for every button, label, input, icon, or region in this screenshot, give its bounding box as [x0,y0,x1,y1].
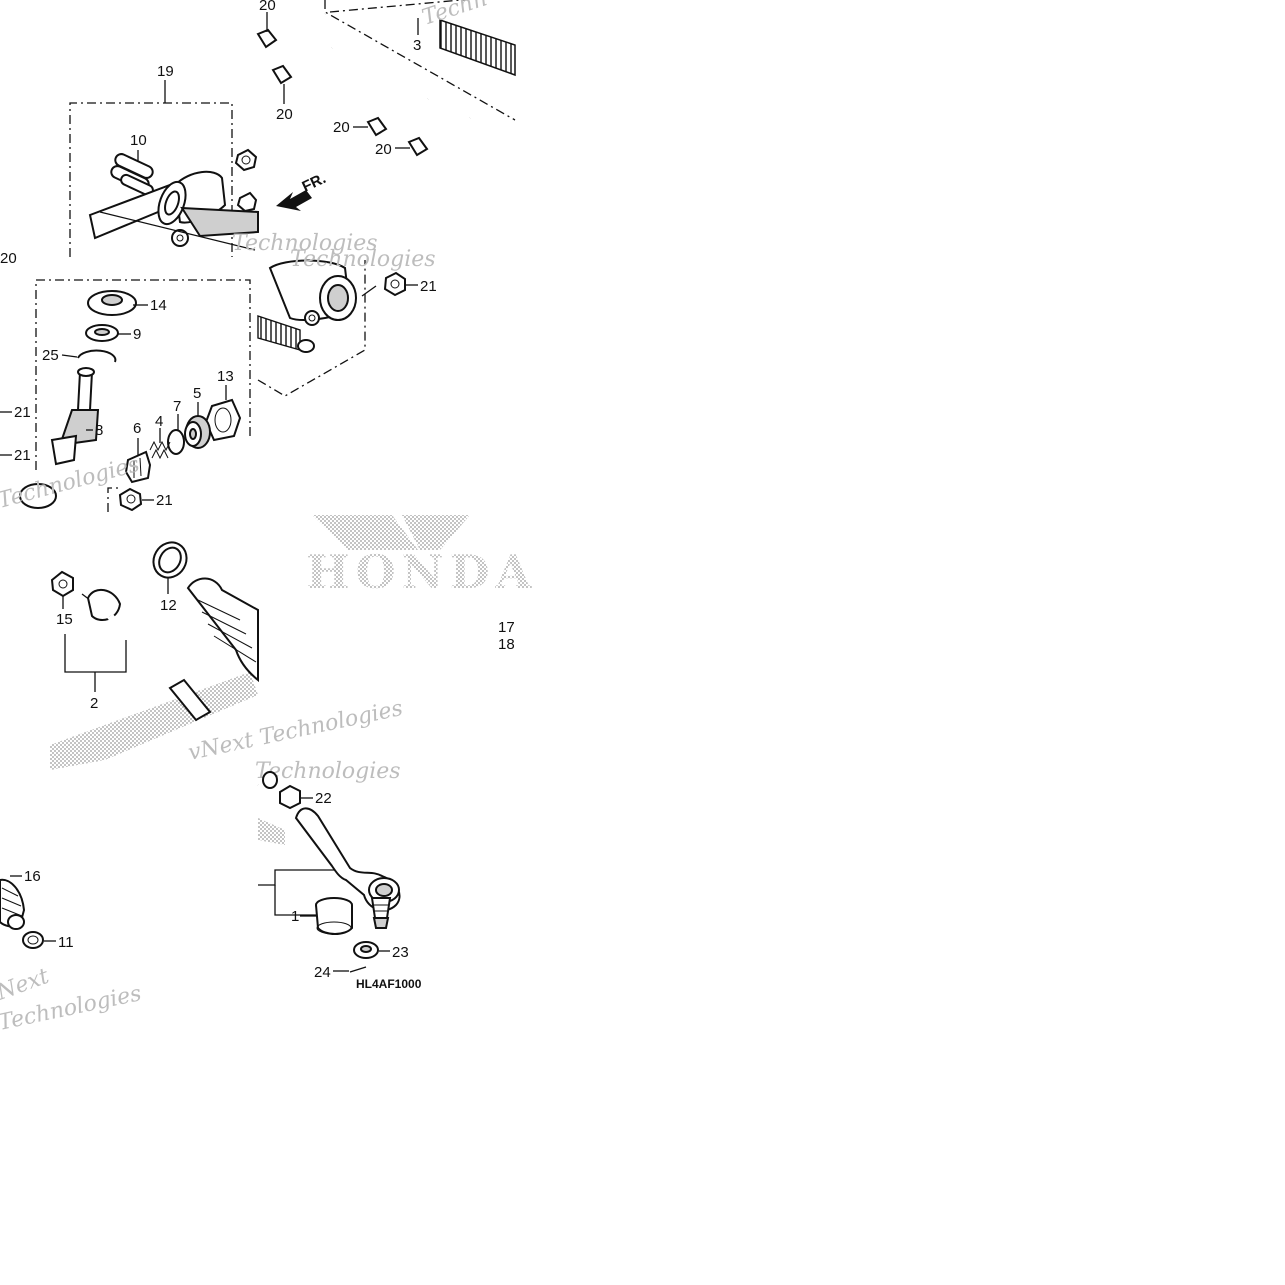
housing-outline-top [324,0,516,121]
watermark-next: Next [0,964,52,1006]
end-housing [268,259,357,353]
callout-20c: 20 [333,119,350,136]
adjusting-screw-5 [184,415,211,449]
watermark-housing: Technologies [290,247,436,272]
nut-21-bottom [118,487,143,512]
clip-10 [110,153,154,197]
callout-16: 16 [24,868,41,885]
callout-24: 24 [314,964,331,981]
bracket-21c [107,487,122,512]
o-ring-7 [167,429,185,455]
nut-mid [236,191,258,213]
callout-2: 2 [90,695,98,712]
callout-20d: 20 [375,141,392,158]
pinion-panel: 14 9 25 8 13 [0,279,251,514]
locknut-13 [204,398,242,442]
watermark-tierod-2: Technologies [255,759,401,784]
bracket-housing-right [257,260,366,397]
spring-4 [149,440,171,460]
nut-22 [279,784,301,810]
ball-joint-boot-1 [315,897,353,935]
valve-housing [88,170,259,251]
rack-boot [186,577,259,683]
callout-22: 22 [315,790,332,807]
diagram-code: HL4AF1000 [356,977,422,991]
callout-18: 18 [498,636,515,653]
clamp-band-12 [152,541,188,579]
bracket-2 [64,634,127,673]
callout-20a: 20 [259,0,276,14]
housing-right-panel: 21 Technologies [257,247,437,397]
callout-19: 19 [157,63,174,80]
boot-clamp-fragment [19,483,57,509]
callout-5: 5 [193,385,201,402]
callout-14: 14 [150,297,167,314]
top-panel: 20 20 20 20 20 3 Techn [0,0,516,267]
valve-panel: 19 10 FR. [69,63,378,257]
tie-rod-2 [81,588,261,788]
nut-21-right [383,271,406,297]
bracket-1-top [258,869,335,886]
cotter-pin-24 [349,966,367,973]
locknut-15 [50,570,74,598]
rack-teeth [439,18,516,77]
callout-8: 8 [95,422,103,439]
callout-12: 12 [160,597,177,614]
callout-17: 17 [498,619,515,636]
castle-nut-23 [353,941,379,959]
bracket-1-bottom [274,885,316,916]
leader-nut-21d-a [361,285,377,297]
callout-15: 15 [56,611,73,628]
fr-label: FR. [300,170,329,196]
callout-6: 6 [133,420,141,437]
bolt-20-b [271,46,333,85]
honda-watermark: HONDA [306,515,537,599]
callout-11: 11 [58,934,74,951]
callout-4: 4 [155,413,163,430]
callout-23: 23 [392,944,409,961]
rack-teeth-right [257,315,301,351]
boot-16 [0,878,26,930]
callout-1: 1 [291,908,299,925]
rod-end-jamnut [262,771,278,789]
bolt-20-d [407,116,471,157]
washer-9 [85,324,119,342]
bracket-pinion [35,279,251,470]
callout-20e: 20 [0,250,17,267]
honda-brand-text: HONDA [306,545,537,599]
bolt-20-c [366,97,429,137]
rack-guide-6 [124,450,152,484]
front-direction-arrow: FR. [276,170,329,211]
callout-10: 10 [130,132,147,149]
wing-watermark [50,672,258,770]
callout-13: 13 [217,368,234,385]
callout-20b: 20 [276,106,293,123]
callout-7: 7 [173,398,181,415]
wing-watermark-2 [258,818,285,845]
bolt-20-a [256,12,326,49]
callout-21c: 21 [156,492,173,509]
watermark-valve: Technologies [232,231,378,256]
pinion-shaft-8 [50,367,100,466]
callout-21b: 21 [14,447,31,464]
tie-rod-end [294,807,401,929]
left-bottom-panel: 16 11 Next Technologies [0,868,144,1036]
callout-3: 3 [413,37,421,54]
callout-9: 9 [133,326,141,343]
snap-ring-25 [77,349,117,363]
dust-seal-14 [87,290,137,316]
callout-21a: 21 [14,404,31,421]
clamp-11 [22,931,44,949]
callout-25: 25 [42,347,59,364]
nut-top [234,148,258,172]
bracket-19 [69,102,233,257]
callout-21d: 21 [420,278,437,295]
tie-rod-panel: 15 2 12 vNext Technologies Tech [50,541,422,991]
leader-25 [61,354,78,358]
